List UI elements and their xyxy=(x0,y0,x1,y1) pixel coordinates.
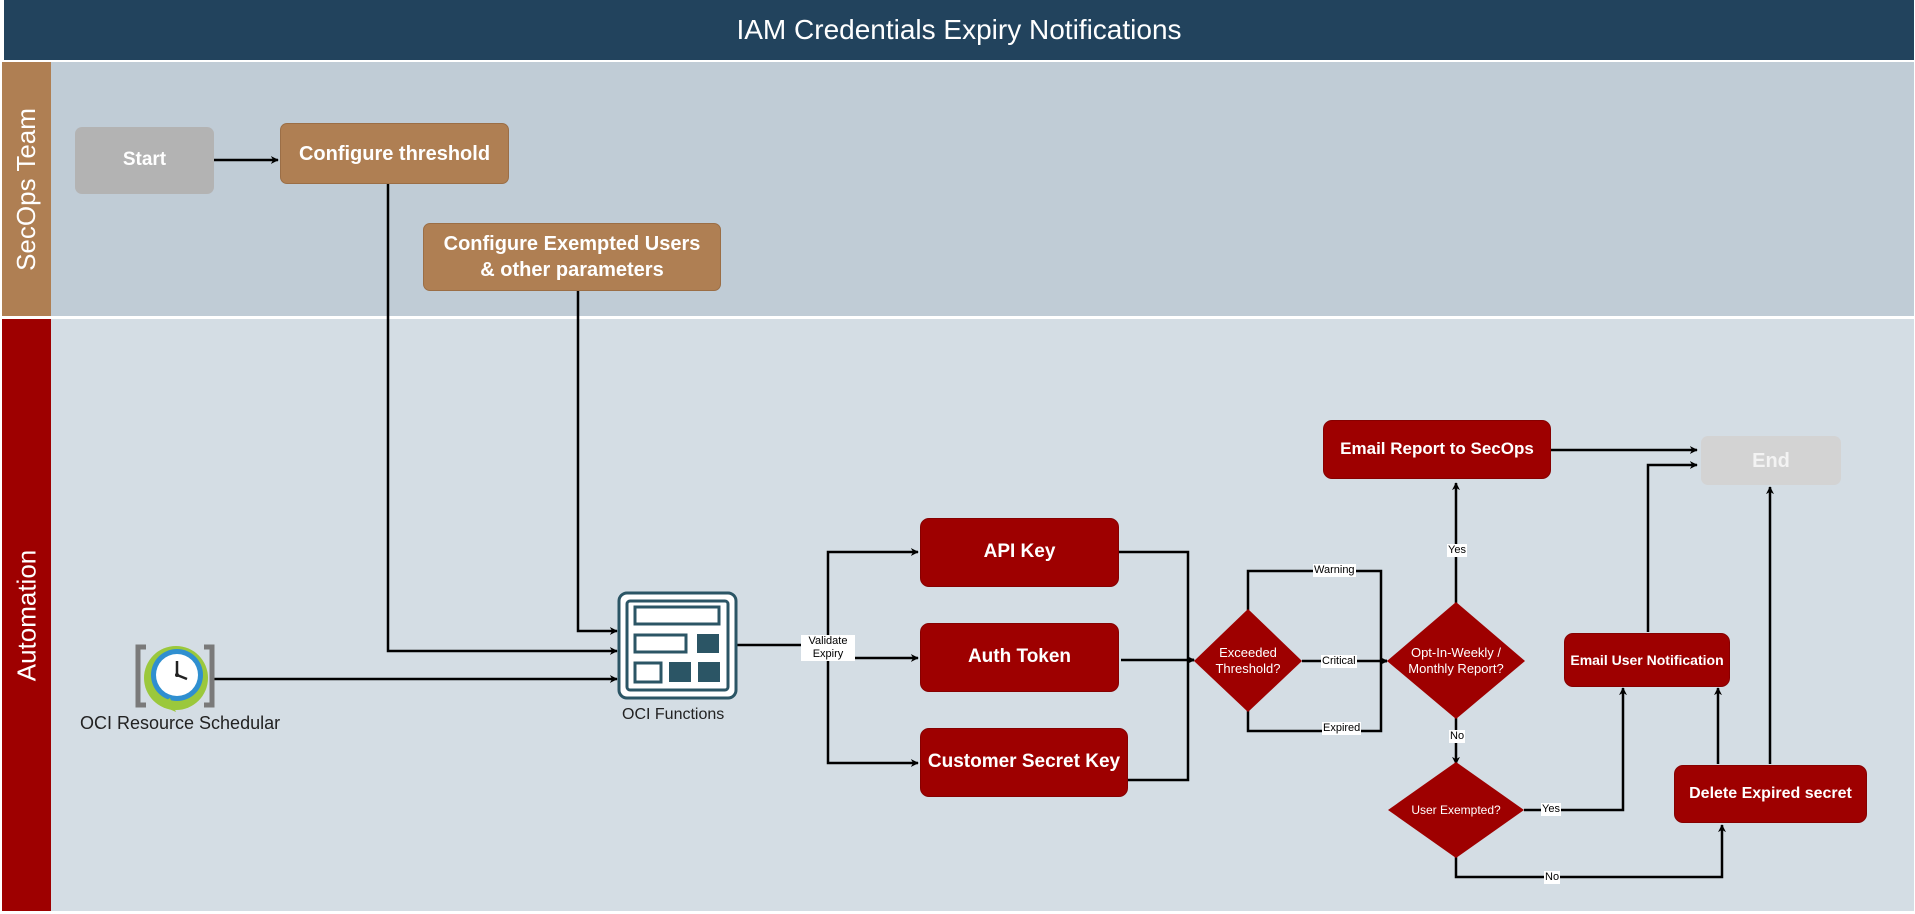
yes-right-label: Yes xyxy=(1541,803,1561,816)
user-exempted-diamond xyxy=(1388,762,1524,858)
email-report-node: Email Report to SecOps xyxy=(1323,420,1551,479)
configure-exempted-label-line2: & other parameters xyxy=(480,259,664,281)
configure-threshold-node: Configure threshold xyxy=(280,123,509,184)
exceeded-threshold-text: Exceeded Threshold? xyxy=(1200,638,1296,684)
scheduler-caption: OCI Resource Schedular xyxy=(80,713,281,733)
email-user-label: Email User Notification xyxy=(1570,651,1724,668)
email-user-node: Email User Notification xyxy=(1564,633,1730,687)
delete-expired-node: Delete Expired secret xyxy=(1674,765,1867,823)
delete-expired-label: Delete Expired secret xyxy=(1689,784,1852,802)
functions-icon xyxy=(617,591,738,700)
clock-icon xyxy=(135,644,215,712)
edge-functions-secretkey xyxy=(826,658,919,767)
edge-expired xyxy=(1246,657,1388,733)
configure-exempted-node: Configure Exempted Users & other paramet… xyxy=(423,223,721,291)
critical-label: Critical xyxy=(1321,655,1357,668)
no-bottom-label: No xyxy=(1544,871,1561,884)
auth-token-node: Auth Token xyxy=(920,623,1119,692)
yes-top-label: Yes xyxy=(1447,544,1467,557)
automation-lane-label: Automation xyxy=(2,319,51,911)
email-report-label: Email Report to SecOps xyxy=(1340,439,1534,459)
edge-exempted-functions xyxy=(576,291,618,635)
exceeded-threshold-diamond xyxy=(1194,609,1302,712)
secops-lane-label: SecOps Team xyxy=(2,62,51,316)
validate-label-line2: Expiry xyxy=(812,648,844,660)
functions-caption: OCI Functions xyxy=(622,706,725,723)
validate-label-line1: Validate xyxy=(808,635,848,647)
diagram-title: IAM Credentials Expiry Notifications xyxy=(4,0,1914,60)
configure-exempted-label-line1: Configure Exempted Users xyxy=(443,233,701,255)
start-node: Start xyxy=(75,127,214,194)
secops-lane xyxy=(46,62,1914,316)
auth-token-label: Auth Token xyxy=(967,646,1072,668)
user-exempted-label: User Exempted? xyxy=(1411,802,1501,817)
user-exempted-text: User Exempted? xyxy=(1395,800,1517,820)
opt-in-report-diamond xyxy=(1387,602,1525,719)
api-key-node: API Key xyxy=(920,518,1119,587)
edge-threshold-functions xyxy=(386,184,618,655)
automation-lane xyxy=(46,319,1914,911)
configure-threshold-label: Configure threshold xyxy=(298,142,491,165)
validate-expiry-label: Validate Expiry xyxy=(801,635,855,661)
end-label: End xyxy=(1752,449,1790,472)
optin-line2: Monthly Report? xyxy=(1408,661,1504,676)
end-node: End xyxy=(1701,436,1841,485)
expired-label: Expired xyxy=(1322,722,1362,735)
customer-secret-key-label: Customer Secret Key xyxy=(927,751,1121,773)
edge-secretkey-exceeded xyxy=(1128,656,1195,782)
start-label: Start xyxy=(122,149,167,171)
edge-yes-email-user xyxy=(1524,687,1627,812)
edge-apikey-exceeded xyxy=(1119,550,1195,664)
edge-no-delete xyxy=(1454,824,1726,879)
exceeded-line1: Exceeded xyxy=(1219,644,1277,660)
customer-secret-key-node: Customer Secret Key xyxy=(920,728,1128,797)
edge-functions-apikey xyxy=(736,548,919,647)
warning-label: Warning xyxy=(1313,564,1356,577)
opt-in-report-text: Opt-In-Weekly / Monthly Report? xyxy=(1395,638,1517,684)
optin-line1: Opt-In-Weekly / xyxy=(1410,644,1502,660)
exceeded-line2: Threshold? xyxy=(1215,661,1281,676)
no-mid-label: No xyxy=(1449,730,1466,743)
api-key-label: API Key xyxy=(983,541,1056,563)
edge-email-user-end xyxy=(1646,461,1698,632)
